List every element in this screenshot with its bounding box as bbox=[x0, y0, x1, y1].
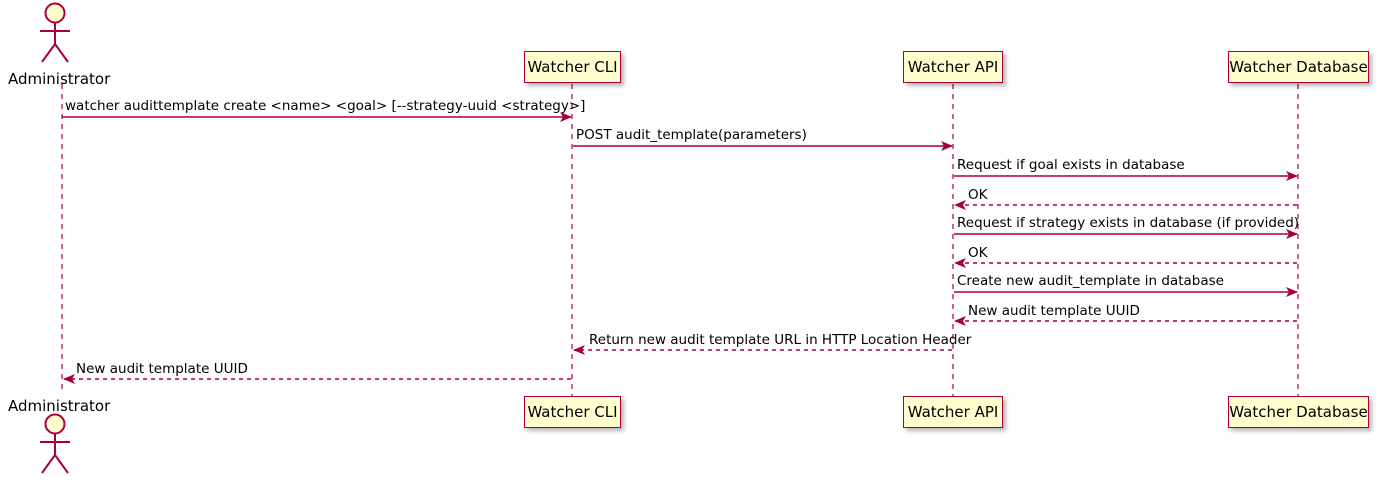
participant-box-watcher-database-top[interactable]: Watcher Database bbox=[1228, 51, 1369, 83]
message-label-5: OK bbox=[968, 245, 988, 261]
participant-label-administrator-bottom: Administrator bbox=[8, 397, 111, 415]
participant-label-watcher-api-top: Watcher API bbox=[907, 57, 999, 76]
actor-icon-administrator-top bbox=[40, 2, 70, 63]
message-label-1: POST audit_template(parameters) bbox=[576, 127, 807, 143]
message-label-0: watcher audittemplate create <name> <goa… bbox=[65, 98, 586, 114]
participant-label-watcher-cli-top: Watcher CLI bbox=[527, 57, 618, 76]
message-label-7: New audit template UUID bbox=[968, 303, 1140, 319]
actor-icon-administrator-bottom bbox=[40, 413, 70, 474]
participant-box-watcher-cli-bottom[interactable]: Watcher CLI bbox=[524, 396, 621, 428]
participant-box-watcher-api-top[interactable]: Watcher API bbox=[903, 51, 1003, 83]
participant-label-watcher-api-bottom: Watcher API bbox=[907, 402, 999, 421]
message-label-8: Return new audit template URL in HTTP Lo… bbox=[589, 332, 972, 348]
message-label-2: Request if goal exists in database bbox=[957, 157, 1185, 173]
participant-box-watcher-api-bottom[interactable]: Watcher API bbox=[903, 396, 1003, 428]
participant-label-watcher-database-bottom: Watcher Database bbox=[1229, 402, 1368, 421]
participant-label-watcher-cli-bottom: Watcher CLI bbox=[527, 402, 618, 421]
message-label-3: OK bbox=[968, 187, 988, 203]
participant-box-watcher-cli-top[interactable]: Watcher CLI bbox=[524, 51, 621, 83]
participant-label-watcher-database-top: Watcher Database bbox=[1229, 57, 1368, 76]
message-label-6: Create new audit_template in database bbox=[957, 273, 1224, 289]
participant-box-watcher-database-bottom[interactable]: Watcher Database bbox=[1228, 396, 1369, 428]
participant-label-administrator-top: Administrator bbox=[8, 70, 111, 88]
message-label-4: Request if strategy exists in database (… bbox=[957, 215, 1300, 231]
message-label-9: New audit template UUID bbox=[76, 361, 248, 377]
